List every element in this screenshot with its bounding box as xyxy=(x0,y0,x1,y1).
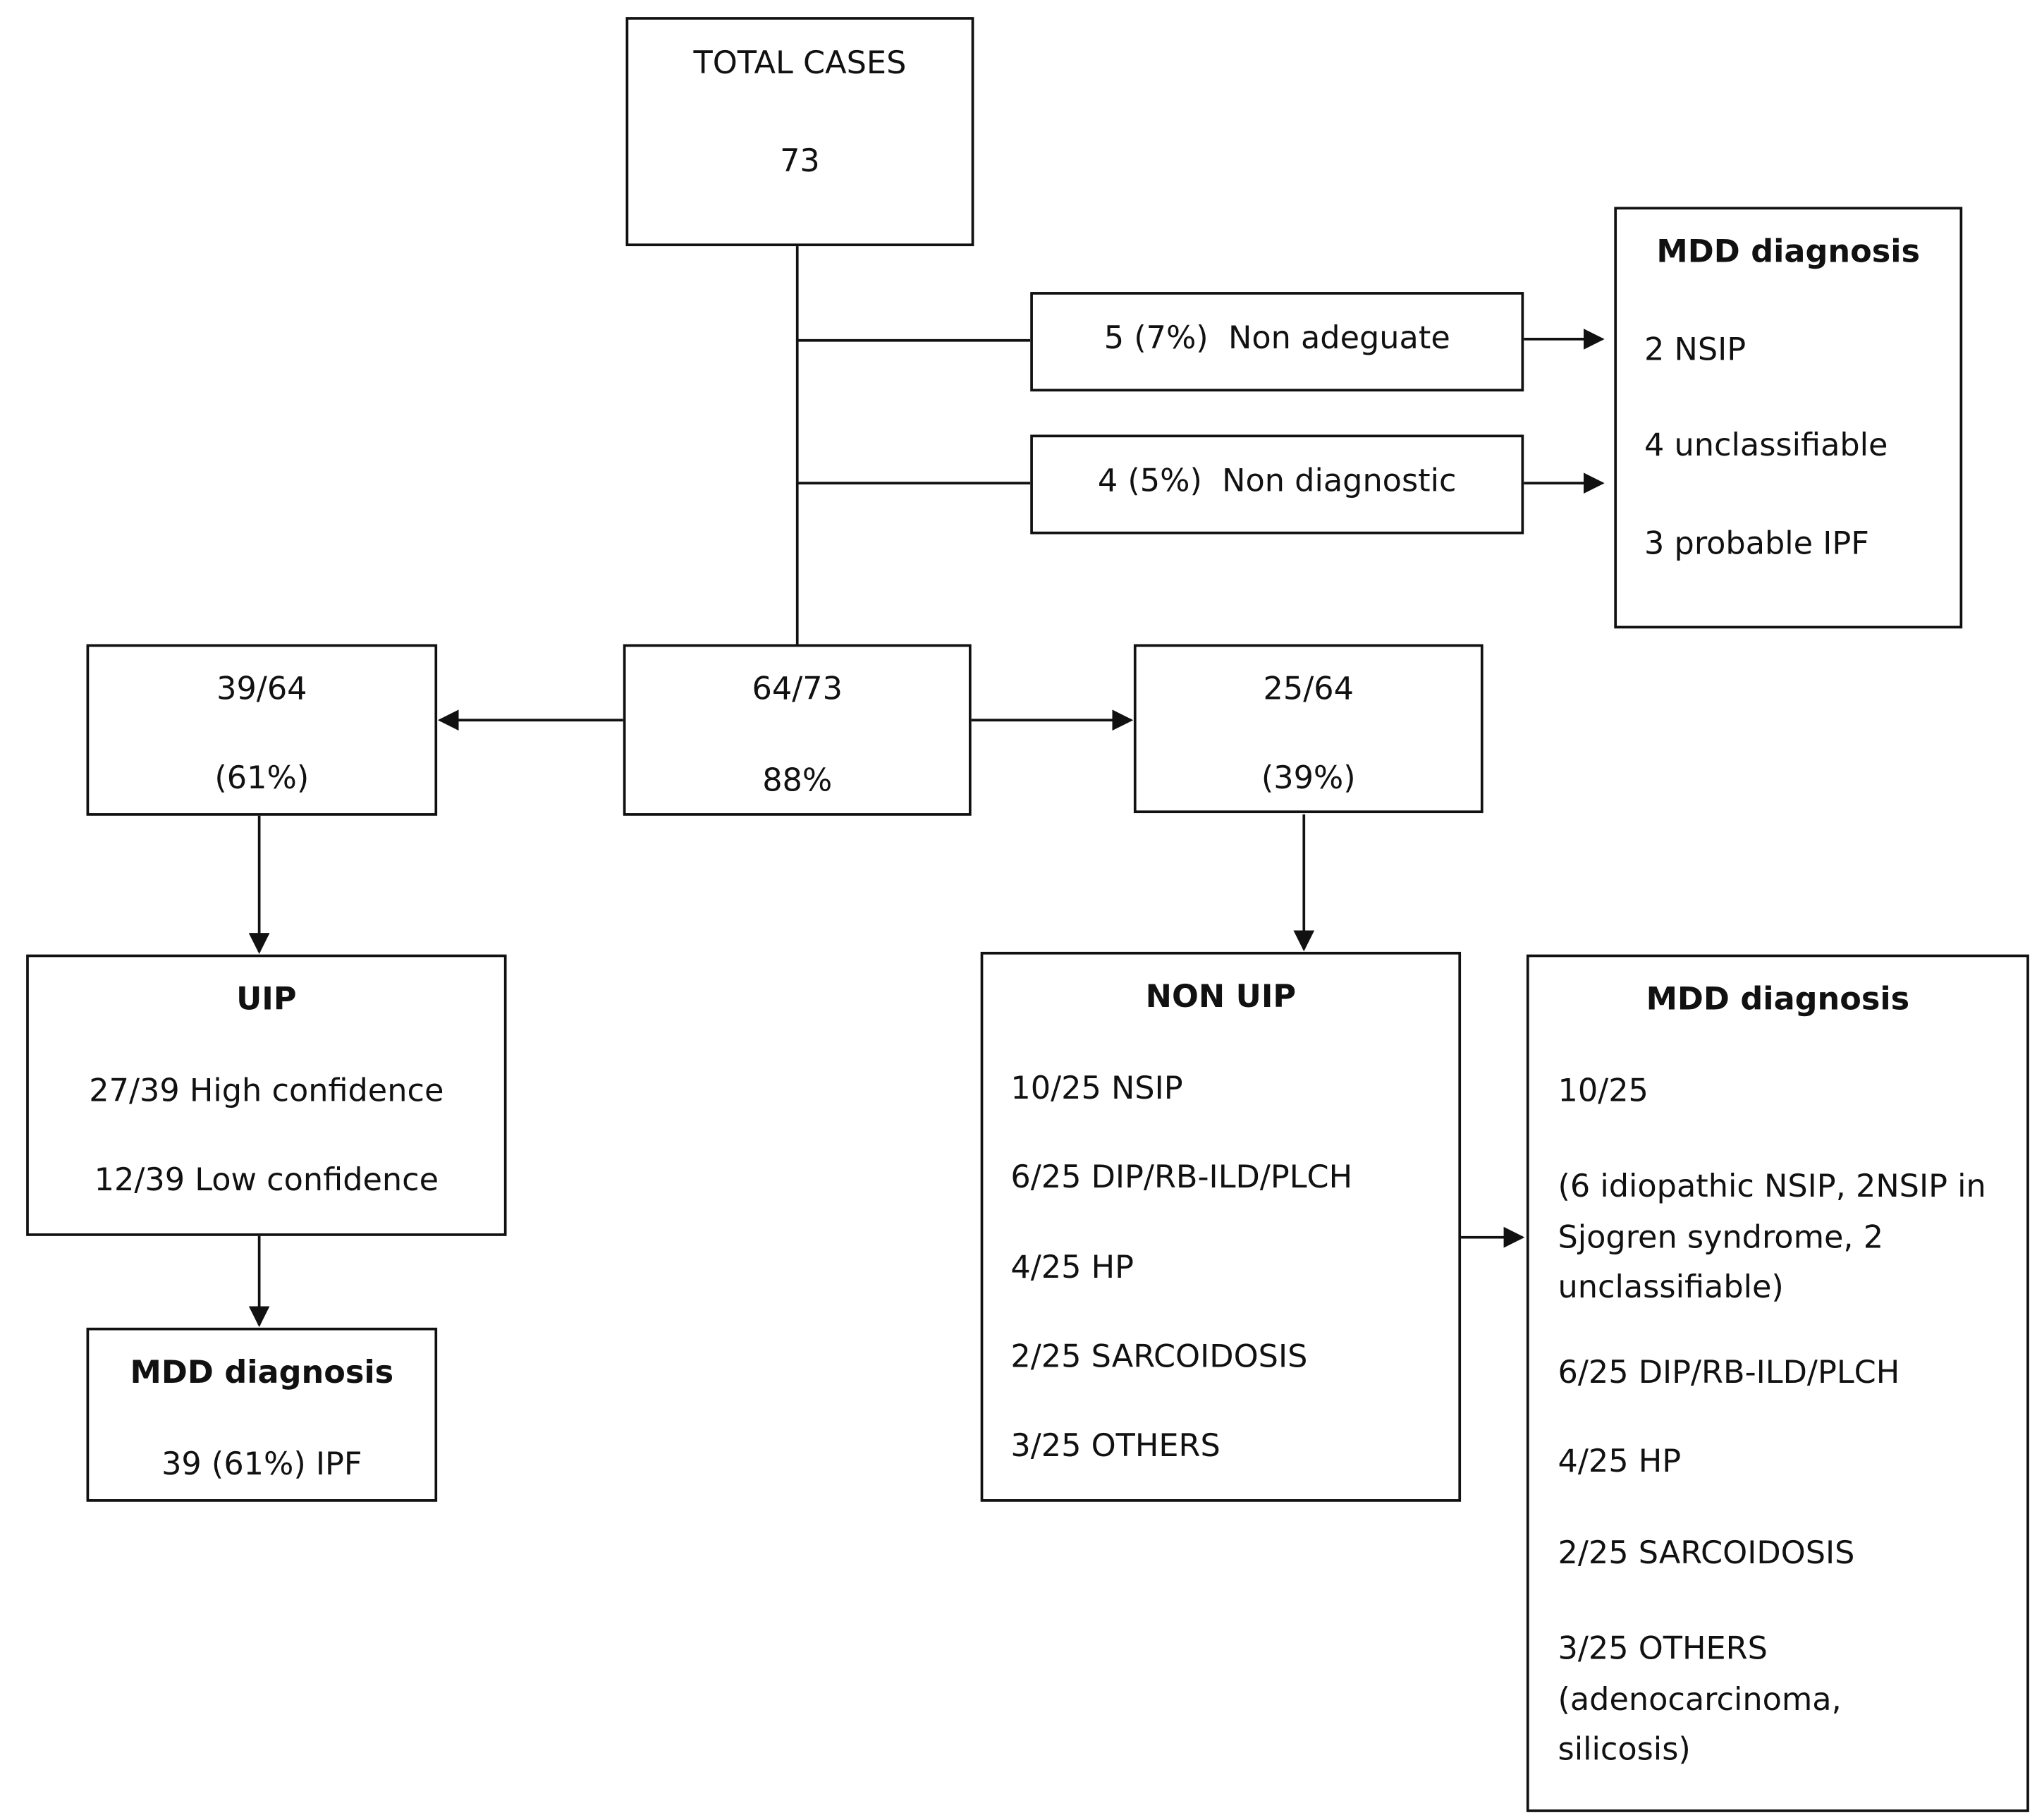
left-branch-box: 39/64 (61%) xyxy=(86,644,438,816)
mdd-right-item: (6 idiopathic NSIP, 2NSIP in Sjogren syn… xyxy=(1558,1168,1986,1306)
uip-title: UIP xyxy=(236,980,297,1018)
mdd-right-item: 4/25 HP xyxy=(1558,1443,1682,1480)
mdd-left-box: MDD diagnosis 39 (61%) IPF xyxy=(86,1327,438,1502)
center-box: 64/73 88% xyxy=(623,644,972,816)
center-fraction: 64/73 xyxy=(752,670,843,707)
total-cases-label: TOTAL CASES xyxy=(693,44,907,82)
non-uip-item: 10/25 NSIP xyxy=(1010,1070,1183,1106)
mdd-top-title: MDD diagnosis xyxy=(1656,233,1921,270)
right-branch-box: 25/64 (39%) xyxy=(1133,644,1484,814)
mdd-right-item: 10/25 xyxy=(1558,1072,1648,1109)
total-cases-value: 73 xyxy=(780,142,820,180)
center-percent: 88% xyxy=(762,762,833,799)
uip-item: 12/39 Low confidence xyxy=(94,1161,439,1198)
non-uip-item: 4/25 HP xyxy=(1010,1249,1134,1286)
total-cases-box: TOTAL CASES 73 xyxy=(625,17,974,247)
non-diagnostic-box: 4 (5%) Non diagnostic xyxy=(1030,434,1524,535)
mdd-right-item: 2/25 SARCOIDOSIS xyxy=(1558,1534,1855,1572)
non-diagnostic-label: 4 (5%) Non diagnostic xyxy=(1097,462,1457,499)
non-adequate-box: 5 (7%) Non adeguate xyxy=(1030,292,1524,392)
non-adequate-label: 5 (7%) Non adeguate xyxy=(1103,319,1450,357)
mdd-right-item: 3/25 OTHERS (adenocarcinoma, silicosis) xyxy=(1558,1630,1842,1768)
right-branch-percent: (39%) xyxy=(1261,759,1356,796)
non-uip-item: 2/25 SARCOIDOSIS xyxy=(1010,1338,1308,1375)
non-uip-item: 3/25 OTHERS xyxy=(1010,1427,1221,1464)
mdd-left-item: 39 (61%) IPF xyxy=(161,1445,362,1482)
mdd-top-item: 3 probable IPF xyxy=(1644,525,1869,562)
mdd-right-box: MDD diagnosis 10/25 (6 idiopathic NSIP, … xyxy=(1526,954,2029,1812)
uip-item: 27/39 High confidence xyxy=(89,1072,444,1109)
non-uip-title: NON UIP xyxy=(1145,978,1297,1015)
mdd-right-item: 6/25 DIP/RB-ILD/PLCH xyxy=(1558,1353,1900,1391)
mdd-top-box: MDD diagnosis 2 NSIP 4 unclassifiable 3 … xyxy=(1614,207,1963,629)
mdd-top-item: 4 unclassifiable xyxy=(1644,427,1888,464)
right-branch-fraction: 25/64 xyxy=(1263,670,1354,707)
left-branch-percent: (61%) xyxy=(214,759,310,796)
mdd-left-title: MDD diagnosis xyxy=(130,1353,394,1391)
non-uip-item: 6/25 DIP/RB-ILD/PLCH xyxy=(1010,1159,1353,1196)
left-branch-fraction: 39/64 xyxy=(216,670,307,707)
mdd-right-title: MDD diagnosis xyxy=(1646,980,1910,1018)
uip-box: UIP 27/39 High confidence 12/39 Low conf… xyxy=(26,954,507,1236)
mdd-top-item: 2 NSIP xyxy=(1644,331,1747,368)
non-uip-box: NON UIP 10/25 NSIP 6/25 DIP/RB-ILD/PLCH … xyxy=(980,951,1462,1502)
